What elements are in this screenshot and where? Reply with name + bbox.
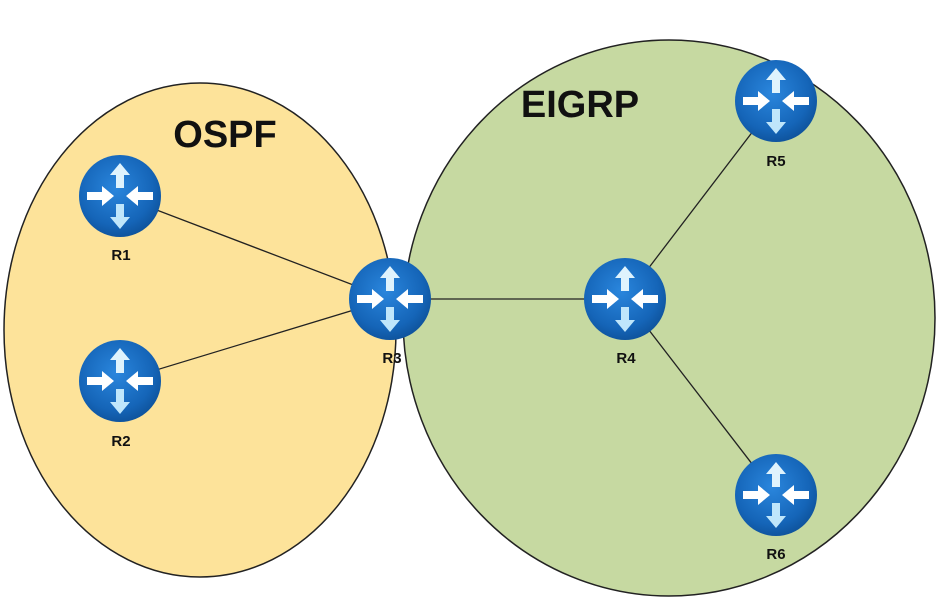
- router-r2[interactable]: [79, 340, 161, 422]
- router-icon: [79, 340, 161, 422]
- router-icon: [735, 454, 817, 536]
- link-r1-r3: [119, 195, 391, 300]
- router-r3[interactable]: [349, 258, 431, 340]
- link-r4-r5: [624, 100, 777, 300]
- router-icon: [349, 258, 431, 340]
- router-r6[interactable]: [735, 454, 817, 536]
- router-label-r1: R1: [111, 247, 130, 264]
- link-r2-r3: [119, 298, 391, 382]
- eigrp-area: [402, 39, 936, 597]
- router-label-r3: R3: [382, 350, 401, 367]
- router-label-r4: R4: [616, 350, 636, 367]
- router-r5[interactable]: [735, 60, 817, 142]
- eigrp-area-title: EIGRP: [521, 84, 639, 126]
- router-icon: [584, 258, 666, 340]
- ospf-area: [3, 82, 397, 578]
- router-r4[interactable]: [584, 258, 666, 340]
- router-label-r5: R5: [766, 153, 785, 170]
- router-icon: [735, 60, 817, 142]
- router-icon: [79, 155, 161, 237]
- ospf-area-title: OSPF: [173, 114, 276, 156]
- router-label-r2: R2: [111, 433, 130, 450]
- router-r1[interactable]: [79, 155, 161, 237]
- link-r4-r6: [624, 298, 777, 496]
- router-label-r6: R6: [766, 546, 785, 563]
